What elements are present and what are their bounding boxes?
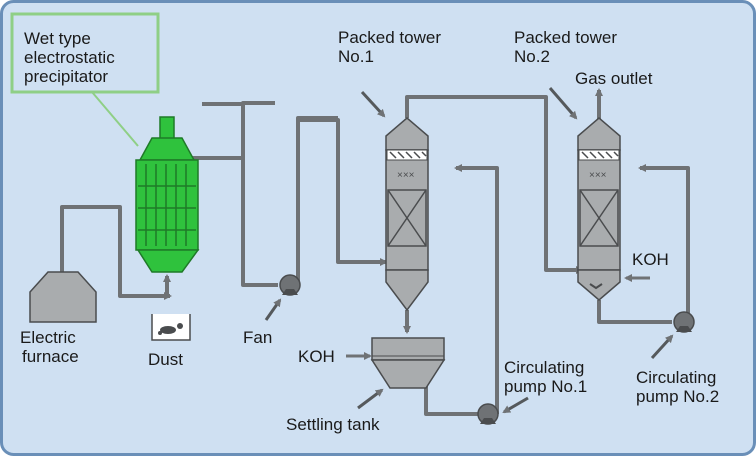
pipe-pump1-return <box>454 164 499 414</box>
callout-title-line1: Wet type <box>24 29 91 48</box>
svg-text:×××: ××× <box>397 170 415 181</box>
callout-title-line2: electrostatic <box>24 48 115 67</box>
dust-label: Dust <box>148 350 183 369</box>
circulating-pump-1-base <box>480 418 496 424</box>
callout-leader-line <box>91 91 139 147</box>
pipe-tower2-to-pump2 <box>597 300 672 324</box>
electric-furnace <box>29 271 97 323</box>
settling-tank-pointer-arrow <box>357 388 384 410</box>
packed-tower-1: ××× <box>385 117 429 312</box>
wet-electrostatic-precipitator <box>135 116 200 273</box>
pump1-label-line1: Circulating <box>504 358 584 377</box>
callout-box <box>10 12 160 94</box>
pipe-furnace-to-precipitator <box>60 205 172 300</box>
pipe-pump2-return <box>638 164 690 322</box>
electric-furnace-label-line1: Electric <box>20 328 76 347</box>
koh-tower2-label: KOH <box>632 250 669 269</box>
settling-tank-label: Settling tank <box>286 415 380 434</box>
packed-tower-2: ××× <box>577 117 621 301</box>
fan-pointer-arrow <box>264 298 282 321</box>
pump1-label-line2: pump No.1 <box>504 377 587 396</box>
tower2-label-line2: No.2 <box>514 47 550 66</box>
tower1-label-line2: No.1 <box>338 47 374 66</box>
pipe-precipitator-outlet <box>202 102 278 287</box>
fan-label: Fan <box>243 328 272 347</box>
circulating-pump-2-base <box>676 326 692 332</box>
pipe-tank-to-pump1 <box>424 378 478 416</box>
tower2-pointer-arrow <box>548 87 578 120</box>
callout-title-line3: precipitator <box>24 67 108 86</box>
pipe-tower1-to-tower2 <box>405 95 584 274</box>
pump1-pointer-arrow <box>502 396 529 414</box>
pump2-label-line2: pump No.2 <box>636 387 719 406</box>
gas-outlet-label: Gas outlet <box>575 69 653 88</box>
tower1-pointer-arrow <box>360 90 386 118</box>
svg-text:×××: ××× <box>589 170 607 181</box>
koh-tank-label: KOH <box>298 347 335 366</box>
pipes <box>60 88 690 416</box>
pump2-pointer-arrow <box>650 334 674 360</box>
tower1-label-line1: Packed tower <box>338 28 441 47</box>
dust-container <box>151 314 191 341</box>
electric-furnace-label-line2: furnace <box>22 347 79 366</box>
settling-tank <box>370 337 446 389</box>
fan-base <box>282 289 298 295</box>
pump2-label-line1: Circulating <box>636 368 716 387</box>
pipe-fan-up <box>296 118 388 285</box>
tower2-label-line1: Packed tower <box>514 28 617 47</box>
